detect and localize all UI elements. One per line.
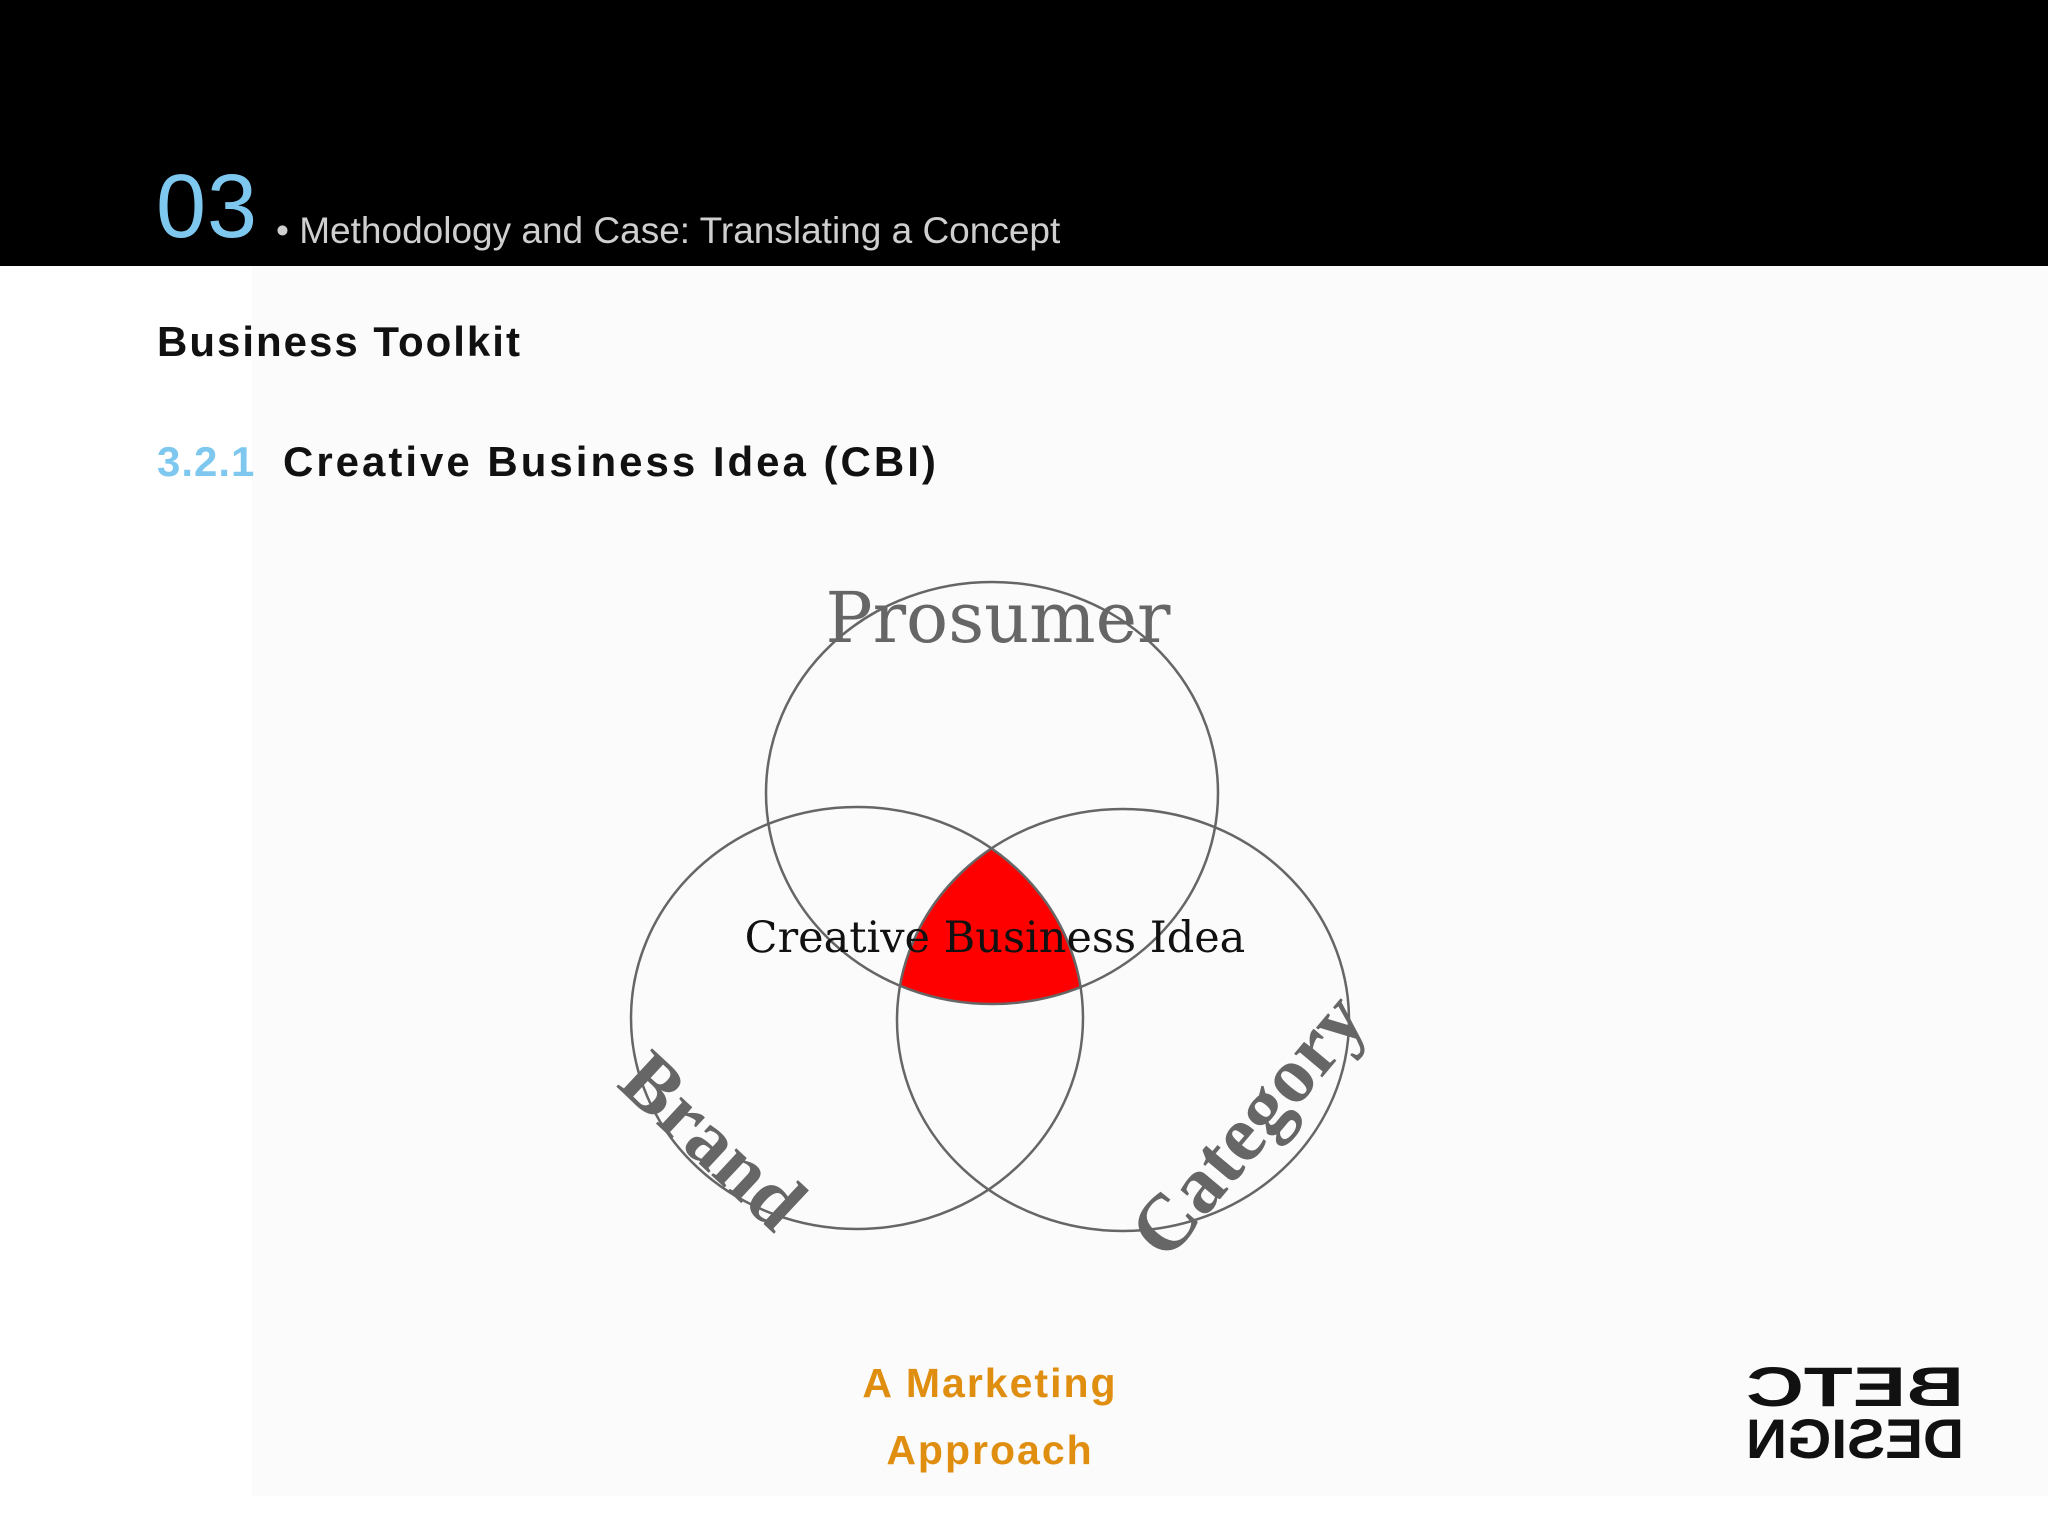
logo-text-top: BETC [1746, 1360, 1964, 1418]
logo-text-bottom: DESIGN [1746, 1407, 1964, 1464]
label-category: Category [1113, 976, 1383, 1274]
circle-brand [629, 805, 1085, 1231]
section-number: 03 [156, 157, 259, 257]
label-prosumer: Prosumer [826, 577, 1172, 659]
header-bar [0, 0, 2048, 266]
intersection-region [897, 809, 1083, 1004]
subsection-number: 3.2.1 [157, 438, 256, 485]
toolkit-heading: Business Toolkit [157, 318, 522, 365]
section-title: • Methodology and Case: Translating a Co… [276, 210, 1061, 251]
circle-prosumer [764, 580, 1220, 1006]
content-panel [252, 266, 2048, 1496]
circle-category [895, 807, 1351, 1233]
label-center: Creative Business Idea [745, 913, 1246, 963]
subsection-title: Creative Business Idea (CBI) [283, 438, 939, 485]
caption-line-2: Approach [886, 1427, 1094, 1473]
betc-design-logo: BETC DESIGN [1746, 1360, 1964, 1464]
caption-line-1: A Marketing [862, 1360, 1118, 1406]
label-brand: Brand [603, 1035, 822, 1248]
